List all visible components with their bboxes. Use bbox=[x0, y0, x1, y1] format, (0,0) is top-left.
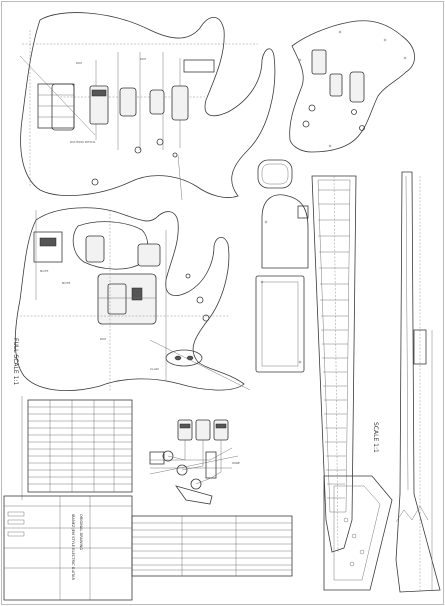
body-top-view: ROUTING DETAIL DIM DIM bbox=[19, 12, 276, 201]
title-block: IBANEZ JEM STYLE ELECTRIC GUITAR ORIGINA… bbox=[3, 495, 133, 601]
svg-text:DIM: DIM bbox=[140, 57, 146, 61]
svg-text:WIRE: WIRE bbox=[232, 461, 240, 465]
title-line-2: ORIGINAL DRAWING bbox=[79, 514, 83, 550]
svg-text:NOTE: NOTE bbox=[62, 281, 70, 285]
svg-text:ROUTING DETAIL: ROUTING DETAIL bbox=[70, 140, 96, 144]
cavity-covers bbox=[255, 159, 309, 373]
title-line-1: IBANEZ JEM STYLE ELECTRIC GUITAR bbox=[71, 514, 75, 581]
parts-list-table bbox=[131, 515, 293, 577]
wiring-diagram: WIRE bbox=[149, 419, 240, 505]
body-rear-view: NOTE NOTE CLAW DIM bbox=[14, 207, 251, 392]
svg-text:CLAW: CLAW bbox=[150, 367, 159, 371]
scale-label: SCALE 1:1 bbox=[372, 422, 379, 453]
pickguard bbox=[289, 20, 415, 153]
neck-fretboard bbox=[311, 175, 393, 591]
svg-text:NOTE: NOTE bbox=[40, 269, 48, 273]
neck-side-profile bbox=[395, 171, 441, 593]
svg-text:DIM: DIM bbox=[76, 61, 82, 65]
spec-table bbox=[21, 396, 133, 500]
svg-text:DIM: DIM bbox=[100, 337, 106, 341]
side-title: FULL SCALE 1:1 bbox=[12, 338, 19, 385]
